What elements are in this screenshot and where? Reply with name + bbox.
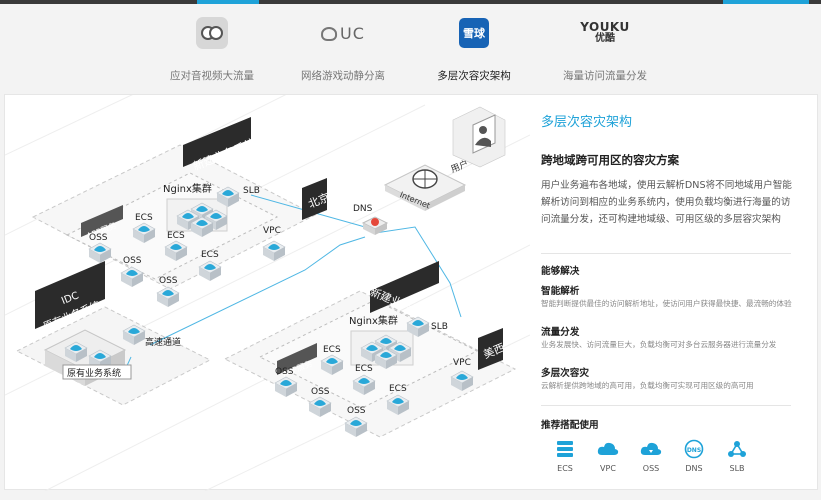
- original-system-box: [62, 364, 132, 380]
- feature-title-multi-layer-dr: 多层次容灾: [541, 368, 589, 379]
- tab-label: 海量访问流量分发: [563, 70, 647, 82]
- product-dns[interactable]: DNS DNS: [677, 439, 711, 473]
- divider: [541, 405, 791, 406]
- can-solve-heading: 能够解决: [541, 266, 580, 277]
- vpc-cloud-icon: [596, 439, 620, 459]
- uswest-ecs-label-2: ECS: [355, 364, 373, 374]
- beijing-new-system-tag: 新建业务系统: [183, 117, 257, 173]
- solution-panel: 多层次容灾架构 跨地域跨可用区的容灾方案 用户业务遍布各地域，使用云解析DNS将…: [541, 95, 811, 491]
- beijing-nginx-label: Nginx集群: [163, 182, 212, 195]
- beijing-nginx-cluster: [166, 198, 228, 237]
- uswest-oss-label-2: OSS: [311, 387, 330, 397]
- uswest-nginx-cluster: [350, 330, 414, 369]
- owl-logo-icon: [196, 16, 228, 50]
- beijing-oss-label-2: OSS: [123, 256, 142, 266]
- tab-disaster-recovery[interactable]: 雪球 多层次容灾架构: [404, 4, 544, 92]
- beijing-oss-label-3: OSS: [159, 276, 178, 286]
- express-connect-label: 高速通道: [145, 336, 181, 348]
- original-system-label: 原有业务系统: [67, 367, 121, 379]
- product-oss[interactable]: OSS: [634, 439, 668, 473]
- recommend-heading: 推荐搭配使用: [541, 420, 599, 431]
- uc-logo-icon: UC: [321, 16, 365, 50]
- uswest-ecs-label-1: ECS: [323, 345, 341, 355]
- uswest-ecs-label-3: ECS: [389, 384, 407, 394]
- solution-subtitle: 跨地域跨可用区的容灾方案: [541, 153, 679, 167]
- feature-desc-smart-resolve: 智能判断提供最佳的访问解析地址，使访问用户获得最快捷、最流畅的体验: [541, 299, 792, 308]
- internet-node: Internet: [383, 164, 467, 211]
- tab-label: 网络游戏动静分离: [301, 70, 385, 82]
- feature-title-traffic-distribution: 流量分发: [541, 327, 580, 338]
- uswest-oss-label-1: OSS: [275, 367, 294, 377]
- uswest-slb-label: SLB: [431, 322, 448, 332]
- feature-title-smart-resolve: 智能解析: [541, 286, 580, 297]
- tab-online-game[interactable]: UC 网络游戏动静分离: [273, 4, 413, 92]
- feature-desc-multi-layer-dr: 云解析提供跨地域的高可用，负载均衡可实现可用区级的高可用: [541, 381, 754, 390]
- uswest-nginx-label: Nginx集群: [349, 314, 398, 327]
- top-bar-accent-right: [723, 0, 809, 4]
- ecs-icon: [553, 439, 577, 459]
- beijing-slb-label: SLB: [243, 186, 260, 196]
- product-vpc[interactable]: VPC: [591, 439, 625, 473]
- feature-desc-traffic-distribution: 业务发展快、访问流量巨大，负载均衡可对多台云服务器进行流量分发: [541, 340, 777, 349]
- beijing-vpc-label: VPC: [263, 226, 281, 236]
- slb-network-icon: [725, 439, 749, 459]
- beijing-ecs-label-2: ECS: [167, 231, 185, 241]
- uswest-vpc-label: VPC: [453, 358, 471, 368]
- dns-node: DNS: [353, 204, 389, 235]
- beijing-ecs-label-1: ECS: [135, 213, 153, 223]
- top-bar: [0, 0, 821, 4]
- svg-text:DNS: DNS: [353, 204, 373, 214]
- oss-cloud-icon: [639, 439, 663, 459]
- beijing-tag: 北京: [302, 178, 332, 220]
- user-node: 用户: [449, 106, 506, 175]
- svg-text:DNS: DNS: [687, 447, 701, 454]
- product-slb[interactable]: SLB: [720, 439, 754, 473]
- uswest-oss-label-3: OSS: [347, 406, 366, 416]
- beijing-ecs-label-3: ECS: [201, 250, 219, 260]
- divider: [541, 253, 791, 254]
- xueqiu-logo-icon: 雪球: [459, 16, 489, 50]
- tab-label: 应对音视频大流量: [170, 70, 254, 82]
- product-ecs[interactable]: ECS: [548, 439, 582, 473]
- dns-globe-icon: DNS: [682, 439, 706, 459]
- top-bar-accent-left: [197, 0, 259, 4]
- architecture-diagram: 北京 美西 用户 Internet: [4, 64, 531, 492]
- tab-label: 多层次容灾架构: [437, 70, 511, 82]
- uswest-tag: 美西: [478, 328, 507, 370]
- tab-audio-video[interactable]: 应对音视频大流量: [142, 4, 282, 92]
- solution-title: 多层次容灾架构: [541, 115, 633, 130]
- beijing-oss-label-1: OSS: [89, 233, 108, 243]
- content-card: 北京 美西 用户 Internet: [4, 64, 818, 492]
- solution-description: 用户业务遍布各地域，使用云解析DNS将不同地域用户智能解析访问到相应的业务系统内…: [541, 180, 792, 225]
